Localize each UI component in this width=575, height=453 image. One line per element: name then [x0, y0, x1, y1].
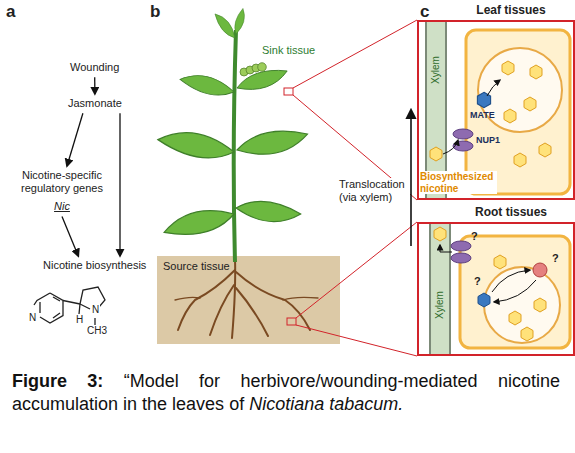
- flow-step: Nicotine biosynthesis: [40, 258, 149, 273]
- transporter-label: NUP1: [476, 135, 500, 145]
- atom-label: N: [91, 304, 100, 316]
- panel-heading: Root tissues: [417, 204, 575, 220]
- flow-arrow: [119, 113, 120, 256]
- flow-step: Jasmonate: [65, 96, 125, 111]
- unknown-mark: ?: [471, 230, 478, 243]
- root-cell: [430, 223, 570, 355]
- flow-arrow: [62, 217, 78, 256]
- step-label: Nicotine-specific regulatory genes: [15, 169, 109, 195]
- atom-label: N: [28, 312, 37, 324]
- step-label: Jasmonate: [68, 97, 122, 110]
- flow-step: Nicotine-specific regulatory genesNic: [12, 168, 112, 215]
- xylem-label: Xylem: [434, 291, 446, 319]
- compound-label: Biosynthesized nicotine: [419, 171, 497, 194]
- tissue-label: Sink tissue: [262, 44, 315, 57]
- zoom-leaders: [284, 20, 417, 356]
- stem: [234, 30, 236, 262]
- transporter-label: MATE: [470, 110, 495, 120]
- group-label: CH3: [86, 325, 108, 337]
- caterpillar: [240, 63, 266, 76]
- translocation-arrow: [410, 110, 412, 246]
- panel-letter: a: [6, 2, 15, 22]
- tissue-panel: Root tissues: [417, 204, 575, 356]
- unknown-mark: ?: [474, 275, 481, 288]
- atom-label: H: [75, 314, 84, 326]
- band-label: Source tissue: [163, 260, 334, 272]
- step-label: Wounding: [70, 61, 119, 74]
- gene-name: Nic: [15, 200, 109, 213]
- leaves: [156, 8, 309, 240]
- zoom-frame: [417, 222, 575, 356]
- source-band: [157, 256, 340, 344]
- panel-letter: c: [420, 2, 429, 22]
- panel-heading: Leaf tissues: [417, 2, 575, 18]
- flow-arrow: [67, 113, 83, 166]
- unknown-mark: ?: [552, 252, 559, 265]
- nicotine-structure: [34, 287, 105, 325]
- panel-letter: b: [150, 2, 160, 22]
- step-label: Nicotine biosynthesis: [43, 259, 146, 272]
- xylem-label: Xylem: [430, 56, 442, 84]
- figure-caption: Figure 3: “Model for herbivore/wounding-…: [12, 370, 560, 416]
- tissue-band: Source tissue: [157, 256, 340, 344]
- flow-step: Wounding: [67, 60, 122, 75]
- process-label: Translocation (via xylem): [338, 178, 410, 203]
- flow-arrow: [94, 77, 96, 94]
